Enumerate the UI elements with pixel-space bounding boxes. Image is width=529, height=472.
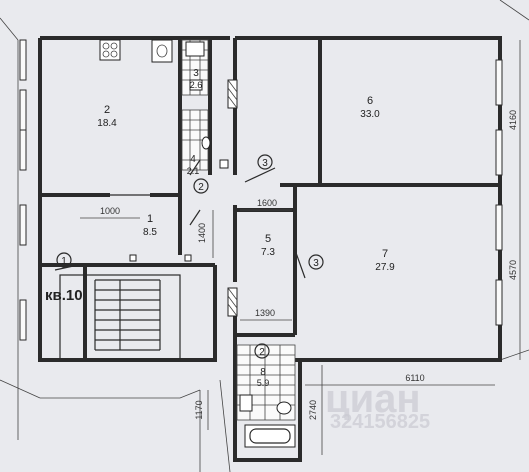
dim-1000: 1000 <box>100 206 120 216</box>
room-7-number: 7 <box>382 248 388 260</box>
room-5-number: 5 <box>265 233 271 245</box>
room-4-number: 4 <box>190 154 196 165</box>
room-5-area: 7.3 <box>261 247 275 258</box>
dim-1400: 1400 <box>197 223 207 243</box>
dim-1170: 1170 <box>194 400 204 419</box>
room-2-number: 2 <box>104 104 110 116</box>
room-8-area: 5.9 <box>257 378 270 388</box>
marker-3-bottom: 3 <box>313 258 319 269</box>
room-1-area: 8.5 <box>143 227 157 238</box>
dim-1600: 1600 <box>257 198 277 208</box>
marker-2-bottom: 2 <box>259 347 265 358</box>
apartment-label: кв.10 <box>45 287 83 304</box>
room-8-number: 8 <box>260 367 266 378</box>
dim-4570: 4570 <box>508 260 518 280</box>
room-1-number: 1 <box>147 213 153 225</box>
room-6-area: 33.0 <box>360 109 380 120</box>
marker-3-top: 3 <box>262 158 268 169</box>
dim-1390: 1390 <box>255 308 275 318</box>
marker-2-top: 2 <box>198 182 204 193</box>
marker-1: 1 <box>61 256 67 267</box>
room-3-number: 3 <box>193 68 199 79</box>
watermark-number: 324156825 <box>330 411 430 433</box>
room-6-number: 6 <box>367 95 373 107</box>
room-7-area: 27.9 <box>375 262 395 273</box>
dim-4160: 4160 <box>508 110 518 130</box>
dim-6110: 6110 <box>405 373 424 383</box>
room-2-area: 18.4 <box>97 118 117 129</box>
room-4-area: 2.1 <box>187 166 200 176</box>
dim-2740: 2740 <box>308 400 318 420</box>
watermark-logo: циан <box>325 377 421 421</box>
room-3-area: 2.6 <box>190 80 203 90</box>
